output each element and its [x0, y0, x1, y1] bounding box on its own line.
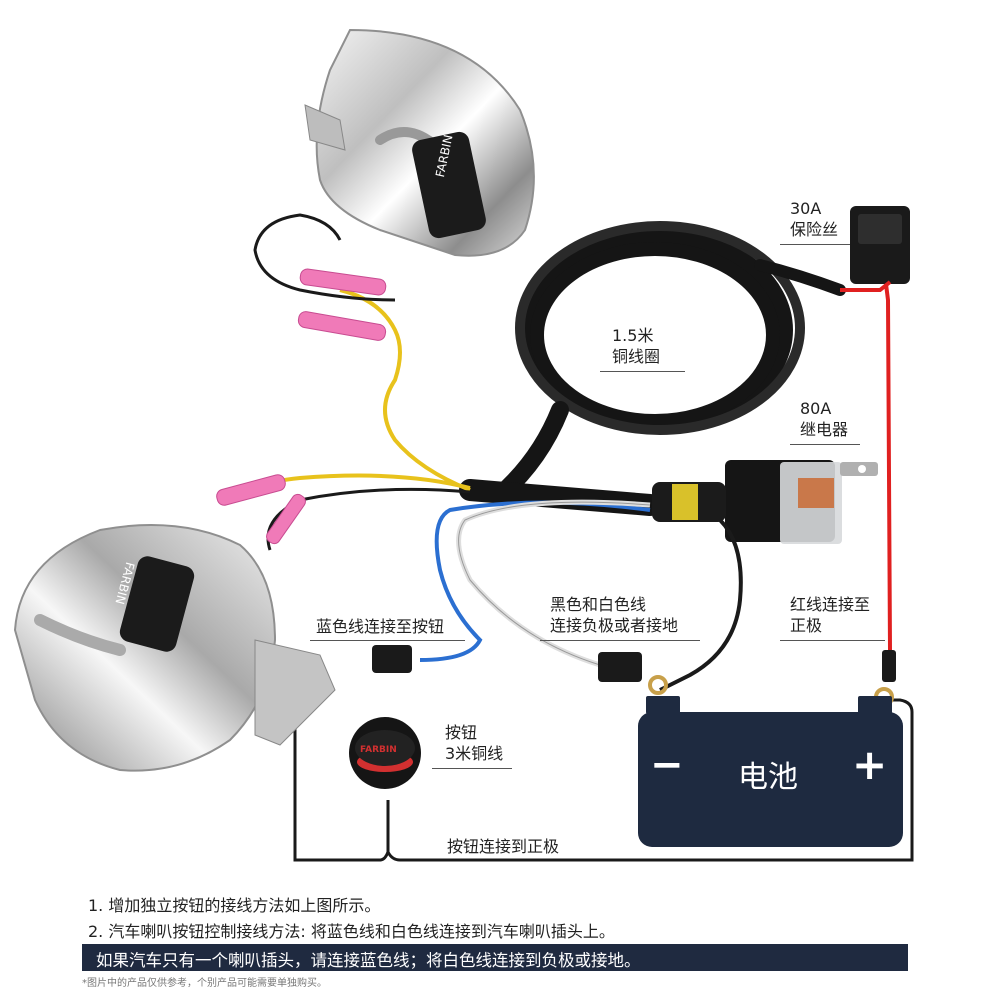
relay-name-label: 继电器: [800, 420, 849, 439]
battery: [638, 696, 903, 847]
button-brand: FARBIN: [360, 745, 397, 755]
ground-loop-wire: [293, 698, 914, 862]
fuse-holder: [840, 206, 910, 292]
black-white-label-2: 连接负极或者接地: [550, 616, 679, 635]
note-highlight-bar: 如果汽车只有一个喇叭插头，请连接蓝色线；将白色线连接到负极或接地。: [82, 944, 908, 971]
coil-length-label: 1.5米: [612, 326, 654, 345]
blue-wire-label: 蓝色线连接至按钮: [316, 617, 445, 636]
button-positive-label: 按钮连接到正极: [447, 837, 560, 856]
fuse-rating-label: 30A: [790, 199, 822, 218]
coil-name-label: 铜线圈: [612, 347, 661, 366]
battery-minus-sign: −: [650, 742, 684, 788]
fine-print: *图片中的产品仅供参考，个别产品可能需要单独购买。: [82, 978, 327, 989]
battery-plus-sign: +: [852, 740, 888, 789]
blue-wire-connector: [372, 645, 412, 673]
red-wire: [884, 283, 892, 651]
relay: [652, 460, 878, 544]
black-wire: [659, 518, 743, 692]
fuse-name-label: 保险丝: [790, 220, 839, 239]
note-line-1: 1. 增加独立按钮的接线方法如上图所示。: [88, 896, 381, 915]
black-white-label-1: 黑色和白色线: [550, 595, 647, 614]
top-horn: [304, 28, 535, 257]
white-wire-connector: [598, 652, 642, 682]
button-label-1: 按钮: [445, 723, 478, 742]
pink-connectors: [216, 268, 387, 545]
button-label-2: 3米铜线: [445, 744, 504, 763]
relay-rating-label: 80A: [800, 399, 832, 418]
horn-button: [349, 717, 421, 789]
bottom-horn: [13, 524, 336, 772]
red-label-1: 红线连接至: [790, 595, 871, 614]
note-line-2: 2. 汽车喇叭按钮控制接线方法: 将蓝色线和白色线连接到汽车喇叭插头上。: [88, 922, 615, 941]
battery-label: 电池: [738, 760, 798, 795]
yellow-wire: [339, 288, 471, 492]
note-highlight: 如果汽车只有一个喇叭插头，请连接蓝色线；将白色线连接到负极或接地。: [96, 951, 641, 970]
red-label-2: 正极: [790, 616, 823, 635]
